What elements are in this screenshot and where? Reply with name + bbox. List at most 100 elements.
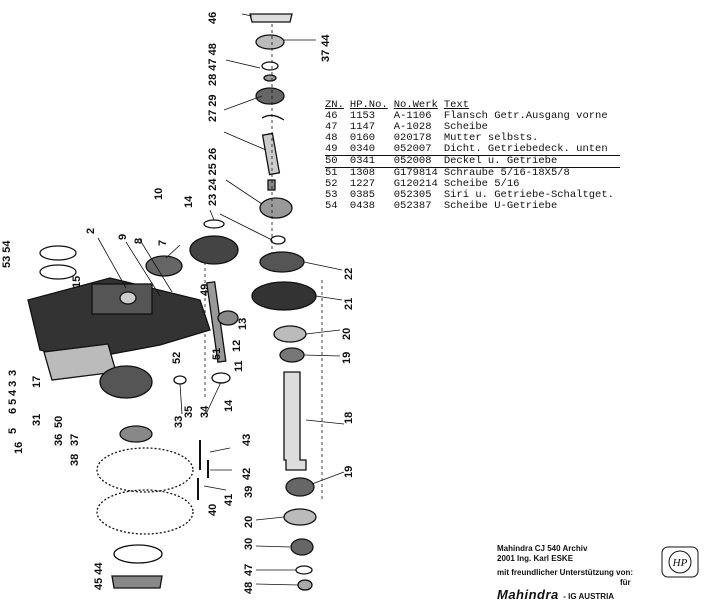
callout-45-44: 45 44 bbox=[93, 562, 105, 590]
cell-hp: 0340 bbox=[349, 143, 376, 155]
cell-werk: A-1028 bbox=[393, 121, 432, 133]
callout-41: 41 bbox=[223, 493, 235, 506]
callout-5: 5 bbox=[7, 427, 19, 434]
callout-20b: 20 bbox=[243, 515, 255, 528]
cell-text: Scheibe bbox=[443, 121, 488, 133]
cell-text: Schraube 5/16-18X5/8 bbox=[443, 167, 570, 179]
housing-boss bbox=[119, 291, 137, 305]
credits-support: mit freundlicher Unterstützung von: bbox=[497, 568, 633, 577]
gear-10 bbox=[189, 235, 239, 265]
pin-26 bbox=[267, 179, 276, 191]
shifter-housing-35 bbox=[99, 365, 153, 399]
bearing-13 bbox=[217, 310, 239, 326]
callout-43: 43 bbox=[241, 433, 253, 446]
shaft-27 bbox=[261, 132, 281, 176]
col-header-text: Text bbox=[443, 99, 470, 111]
callout-28-47-48: 28 47 48 bbox=[207, 43, 219, 86]
washer-14b bbox=[211, 372, 231, 384]
credits-author: 2001 Ing. Karl ESKE bbox=[497, 553, 574, 563]
credits-block: Mahindra CJ 540 Archiv 2001 Ing. Karl ES… bbox=[497, 544, 633, 587]
flange-44 bbox=[111, 575, 163, 589]
callout-22: 22 bbox=[343, 267, 355, 280]
callout-19b: 19 bbox=[343, 465, 355, 478]
cell-werk: G120214 bbox=[393, 178, 438, 190]
callout-6-5: 6 5 bbox=[7, 398, 19, 414]
callout-4-3: 4 3 bbox=[7, 380, 19, 396]
callout-16: 16 bbox=[13, 441, 25, 454]
cell-zn: 49 bbox=[325, 143, 338, 155]
gasket-54b bbox=[96, 489, 194, 535]
gear-19b bbox=[285, 477, 315, 497]
shaft-18 bbox=[283, 371, 307, 471]
cell-text: Flansch Getr.Ausgang vorne bbox=[443, 110, 608, 122]
gear-25 bbox=[259, 197, 293, 219]
washer-45 bbox=[113, 544, 163, 564]
callout-3: 3 bbox=[7, 369, 19, 376]
callout-38: 38 bbox=[69, 453, 81, 466]
ring-29 bbox=[261, 114, 285, 121]
cell-zn: 47 bbox=[325, 121, 338, 133]
seal-letters: HP bbox=[672, 557, 688, 569]
cell-zn: 54 bbox=[325, 200, 338, 212]
callout-11: 11 bbox=[233, 360, 245, 372]
washer-47b bbox=[295, 565, 313, 575]
cell-werk: 052008 bbox=[393, 155, 444, 168]
callout-17: 17 bbox=[31, 375, 43, 388]
callout-13: 13 bbox=[237, 317, 249, 330]
cell-hp: 0385 bbox=[349, 189, 376, 201]
cell-hp: 0341 bbox=[349, 155, 394, 168]
callout-52: 52 bbox=[171, 351, 183, 364]
credits-for: für bbox=[620, 577, 631, 587]
hp-seal-icon: HP bbox=[661, 546, 699, 578]
gear-7 bbox=[145, 255, 183, 277]
cell-text: Mutter selbsts. bbox=[443, 132, 539, 144]
cell-hp: 0160 bbox=[349, 132, 376, 144]
col-header-hp: HP.No. bbox=[349, 99, 388, 111]
callout-2: 2 bbox=[85, 227, 97, 234]
nut-48 bbox=[263, 74, 277, 82]
bearing-37 bbox=[119, 425, 153, 443]
bolt-43 bbox=[197, 440, 209, 500]
washer-14 bbox=[203, 219, 225, 229]
credits-archive: Mahindra CJ 540 Archiv bbox=[497, 544, 588, 553]
cell-werk: 020178 bbox=[393, 132, 432, 144]
callout-14b: 14 bbox=[223, 399, 235, 412]
cell-text: Dicht. Getriebedeck. unten bbox=[443, 143, 608, 155]
gear-22 bbox=[259, 251, 305, 273]
ig-austria-label: - IG AUSTRIA bbox=[563, 592, 615, 600]
table-row: 48 0160 020178 Mutter selbsts. bbox=[325, 133, 620, 144]
callout-23-26: 23 24 25 26 bbox=[207, 147, 219, 206]
callout-10: 10 bbox=[153, 187, 165, 200]
cell-text: Siri u. Getriebe-Schaltget. bbox=[443, 189, 614, 201]
cell-text: Scheibe 5/16 bbox=[443, 178, 520, 190]
gasket-36 bbox=[96, 447, 194, 493]
cell-zn: 48 bbox=[325, 132, 338, 144]
flange-46 bbox=[249, 13, 293, 23]
washer-47 bbox=[261, 61, 279, 71]
cell-zn: 53 bbox=[325, 189, 338, 201]
callout-21: 21 bbox=[343, 297, 355, 310]
callout-12: 12 bbox=[231, 339, 243, 352]
callout-48b: 48 bbox=[243, 581, 255, 594]
cell-hp: 1308 bbox=[349, 167, 376, 179]
washer-33 bbox=[173, 375, 187, 385]
callout-9: 9 bbox=[117, 233, 129, 240]
cell-werk: 052305 bbox=[393, 189, 432, 201]
callout-50: 50 bbox=[53, 415, 65, 428]
cell-zn: 46 bbox=[325, 110, 338, 122]
callout-7: 7 bbox=[157, 239, 169, 246]
cell-hp: 1153 bbox=[349, 110, 376, 122]
callout-14a: 14 bbox=[183, 195, 195, 208]
cell-werk: 052387 bbox=[393, 200, 432, 212]
cell-zn: 52 bbox=[325, 178, 338, 190]
table-header-row: ZN. HP.No. No.Werk Text bbox=[325, 100, 620, 111]
cell-hp: 0438 bbox=[349, 200, 376, 212]
callout-35: 35 bbox=[183, 405, 195, 418]
callout-40: 40 bbox=[207, 503, 219, 516]
callout-39: 39 bbox=[243, 485, 255, 498]
